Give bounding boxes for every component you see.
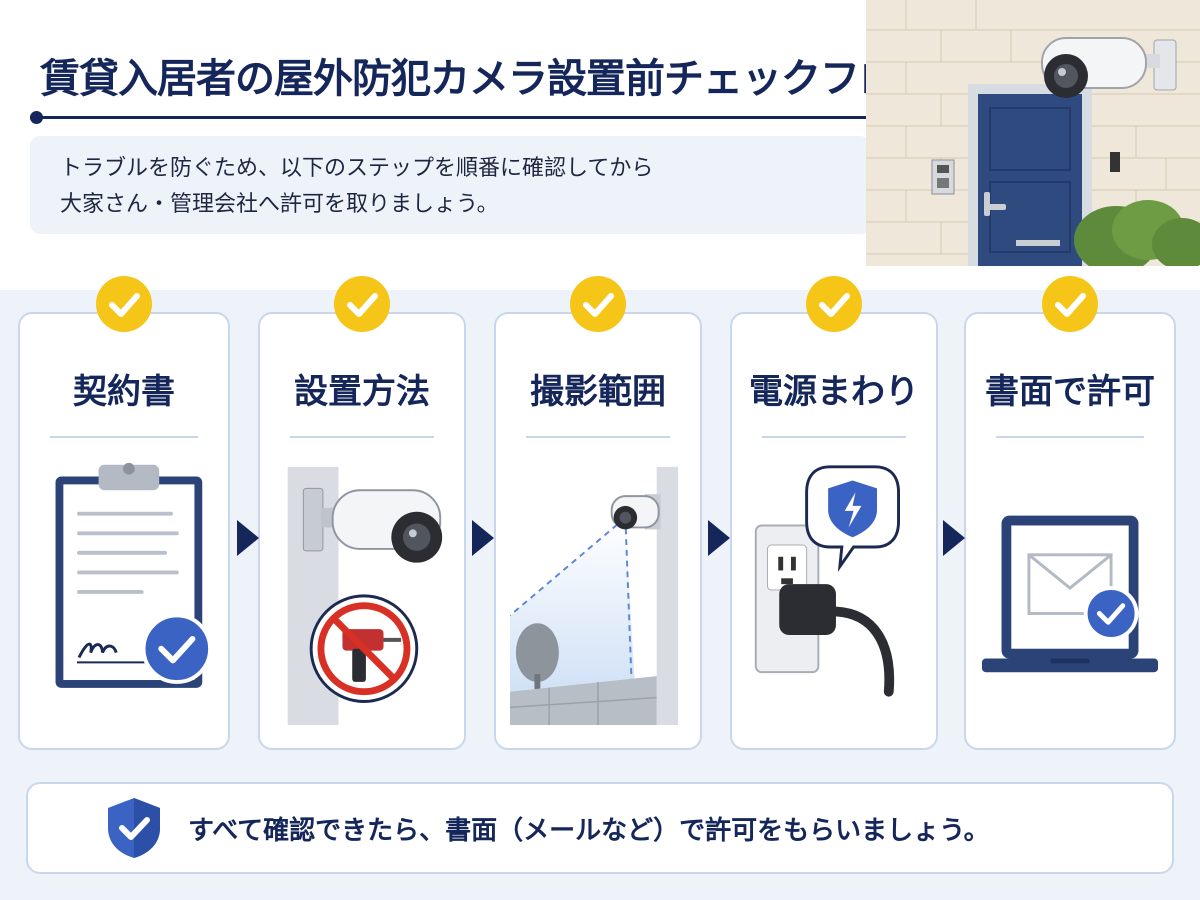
- step-divider: [526, 436, 670, 438]
- step-divider: [50, 436, 198, 438]
- step-card-power: 電源まわり: [730, 276, 938, 750]
- step-divider: [762, 436, 906, 438]
- check-icon: [96, 276, 152, 332]
- next-arrow-icon: [470, 518, 496, 558]
- check-icon: [570, 276, 626, 332]
- step-card-recording-range: 撮影範囲: [494, 276, 702, 750]
- hero-door-camera-illustration: [866, 0, 1200, 274]
- intro-line-2: 大家さん・管理会社へ許可を取りましょう。: [60, 192, 499, 217]
- step-card-installation: 設置方法: [258, 276, 466, 750]
- next-arrow-icon: [941, 518, 967, 558]
- check-icon: [806, 276, 862, 332]
- step-label: 設置方法: [294, 372, 430, 412]
- step-label: 契約書: [73, 372, 175, 412]
- step-card-written-permission: 書面で許可: [964, 276, 1176, 750]
- step-divider: [290, 436, 434, 438]
- step-card-contract: 契約書: [18, 276, 230, 750]
- step-label: 電源まわり: [749, 372, 919, 412]
- shield-check-icon: [104, 796, 164, 860]
- intro-line-1: トラブルを防ぐため、以下のステップを順番に確認してから: [60, 156, 654, 181]
- power-outlet-icon: [746, 456, 922, 726]
- footer-note: すべて確認できたら、書面（メールなど）で許可をもらいましょう。: [26, 782, 1174, 874]
- page-title: 賃貸入居者の屋外防犯カメラ設置前チェックフロー: [40, 56, 938, 102]
- check-icon: [334, 276, 390, 332]
- title-underline: [30, 116, 942, 119]
- next-arrow-icon: [706, 518, 732, 558]
- laptop-email-icon: [980, 456, 1160, 726]
- step-label: 書面で許可: [985, 372, 1155, 412]
- check-icon: [1042, 276, 1098, 332]
- no-drill-icon: [274, 456, 450, 726]
- clipboard-contract-icon: [34, 456, 214, 726]
- step-divider: [996, 436, 1144, 438]
- intro-box: トラブルを防ぐため、以下のステップを順番に確認してから 大家さん・管理会社へ許可…: [30, 136, 870, 234]
- next-arrow-icon: [235, 518, 261, 558]
- step-label: 撮影範囲: [530, 372, 666, 412]
- camera-view-range-icon: [510, 456, 686, 726]
- footer-text: すべて確認できたら、書面（メールなど）で許可をもらいましょう。: [188, 816, 990, 846]
